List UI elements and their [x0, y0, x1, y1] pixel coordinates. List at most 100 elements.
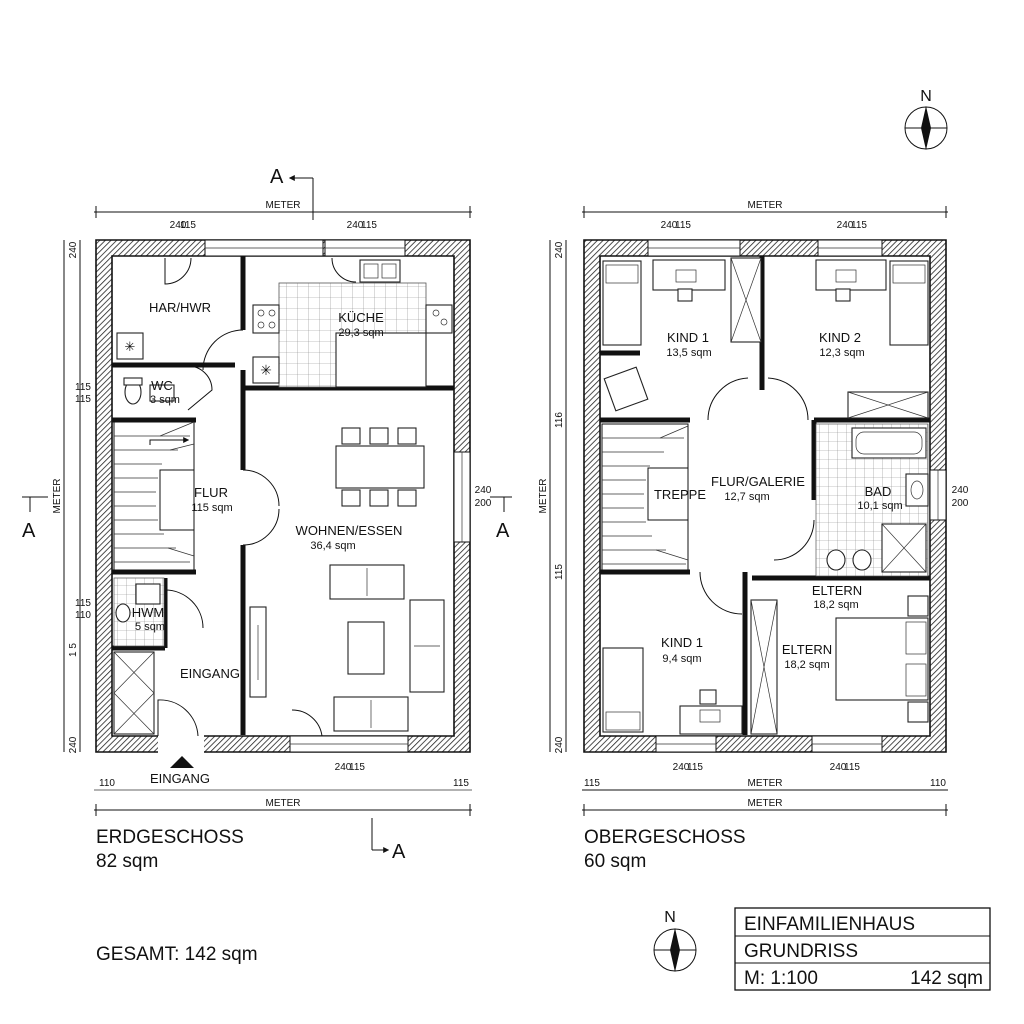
room-label-eltern: ELTERN [782, 642, 832, 657]
bathtub-icon [851, 427, 927, 459]
room-area-hwm: 5 sqm [135, 621, 165, 633]
room-label-wohnen: WOHNEN/ESSEN [296, 523, 403, 538]
svg-text:240: 240 [68, 736, 79, 753]
title-block-area: 142 sqm [910, 968, 983, 989]
room-area-wc: 3 sqm [150, 394, 180, 406]
upper-floor-plan: KIND 1 13,5 sqm KIND 2 12,3 sqm TREPPE F… [538, 200, 969, 872]
room-label-kind1-top: KIND 1 [667, 330, 709, 345]
room-area-kueche: 29,3 sqm [338, 327, 383, 339]
svg-text:N: N [920, 88, 932, 105]
svg-text:240: 240 [475, 485, 492, 496]
room-label-hwm: HWM [132, 605, 165, 620]
room-label-treppe: TREPPE [654, 487, 706, 502]
ground-floor-plan: ✳ ✳ [22, 166, 512, 872]
svg-text:200: 200 [475, 498, 492, 509]
wardrobe-icon [113, 651, 155, 735]
svg-text:1 5: 1 5 [68, 643, 79, 657]
total-area: GESAMT: 142 sqm [96, 944, 258, 965]
svg-text:115: 115 [453, 778, 469, 789]
double-bed-icon [835, 617, 929, 701]
title-block: EINFAMILIENHAUS GRUNDRISS M: 1:100 142 s… [734, 907, 991, 991]
svg-text:240: 240 [673, 762, 690, 773]
room-label-eingang: EINGANG [180, 666, 240, 681]
svg-text:METER: METER [52, 479, 63, 514]
room-area-kind1-top: 13,5 sqm [666, 347, 711, 359]
dining-table [335, 427, 425, 507]
entrance-door-swing [157, 699, 199, 737]
room-area-flur: 115 sqm [191, 502, 232, 514]
stove-icon [252, 304, 280, 334]
svg-text:240: 240 [830, 762, 847, 773]
svg-text:METER: METER [538, 479, 549, 514]
svg-text:115: 115 [361, 220, 377, 231]
coffee-table [347, 621, 385, 675]
title-block-project: EINFAMILIENHAUS [744, 914, 915, 935]
svg-text:115: 115 [554, 564, 565, 580]
kitchen-island [335, 332, 427, 388]
svg-text:115: 115 [349, 762, 365, 773]
room-label-kind2: KIND 2 [819, 330, 861, 345]
svg-text:✳: ✳ [260, 362, 272, 378]
svg-text:240: 240 [68, 241, 79, 258]
dimension-label: METER [266, 200, 301, 211]
compass-icon: N [653, 909, 697, 972]
svg-text:115: 115 [844, 762, 860, 773]
bidet-icon [852, 549, 872, 571]
dimension-lines: METER 240 115 240 115 METER 110 115 240 … [52, 200, 492, 816]
svg-text:115: 115 [75, 382, 91, 393]
room-area-kind2: 12,3 sqm [819, 347, 864, 359]
entrance-marker: EINGANG [150, 771, 210, 786]
svg-text:A: A [392, 841, 406, 863]
svg-text:A: A [22, 520, 36, 542]
section-markers: A A A A [22, 166, 512, 863]
room-label-bad: BAD [865, 484, 892, 499]
svg-text:N: N [664, 909, 676, 926]
sink-icon [905, 473, 929, 507]
svg-text:240: 240 [347, 220, 364, 231]
armchair-icon [603, 366, 649, 412]
svg-text:METER: METER [748, 200, 783, 211]
room-area-flur-galerie: 12,7 sqm [724, 491, 769, 503]
svg-text:115: 115 [75, 598, 91, 609]
dimension-lines: METER 240 115 240 115 METER METER 115 11… [538, 200, 969, 816]
svg-text:110: 110 [99, 778, 115, 789]
svg-text:110: 110 [930, 778, 946, 789]
svg-text:METER: METER [266, 798, 301, 809]
room-area-eltern: 18,2 sqm [784, 659, 829, 671]
svg-text:115: 115 [687, 762, 703, 773]
svg-text:240: 240 [837, 220, 854, 231]
ground-floor-title: ERDGESCHOSS [96, 827, 244, 848]
room-area-bad: 10,1 sqm [857, 500, 902, 512]
svg-text:116: 116 [554, 412, 565, 428]
sink-icon [359, 259, 401, 283]
svg-text:115: 115 [851, 220, 867, 231]
desk-icon [652, 259, 726, 291]
room-area-eltern-upper: 18,2 sqm [813, 599, 858, 611]
svg-text:200: 200 [952, 498, 969, 509]
svg-text:240: 240 [661, 220, 678, 231]
svg-text:A: A [496, 520, 510, 542]
svg-text:115: 115 [75, 394, 91, 405]
svg-text:115: 115 [675, 220, 691, 231]
svg-text:240: 240 [554, 736, 565, 753]
room-label-kind1-bottom: KIND 1 [661, 635, 703, 650]
desk-icon [815, 259, 887, 291]
staircase [113, 421, 195, 571]
ground-floor-area: 82 sqm [96, 851, 158, 872]
staircase [601, 423, 689, 571]
svg-text:A: A [270, 166, 284, 188]
svg-text:110: 110 [75, 610, 91, 621]
svg-text:METER: METER [748, 798, 783, 809]
svg-text:METER: METER [748, 778, 783, 789]
svg-text:115: 115 [584, 778, 600, 789]
room-label-flur: FLUR [194, 485, 228, 500]
bed-icon [602, 647, 644, 733]
room-area-wohnen: 36,4 sqm [310, 540, 355, 552]
room-label-har: HAR/HWR [149, 300, 211, 315]
svg-text:240: 240 [554, 241, 565, 258]
sink-icon [149, 384, 175, 402]
svg-text:✳: ✳ [125, 339, 136, 354]
room-label-kueche: KÜCHE [338, 310, 384, 325]
room-label-eltern-upper: ELTERN [812, 583, 862, 598]
